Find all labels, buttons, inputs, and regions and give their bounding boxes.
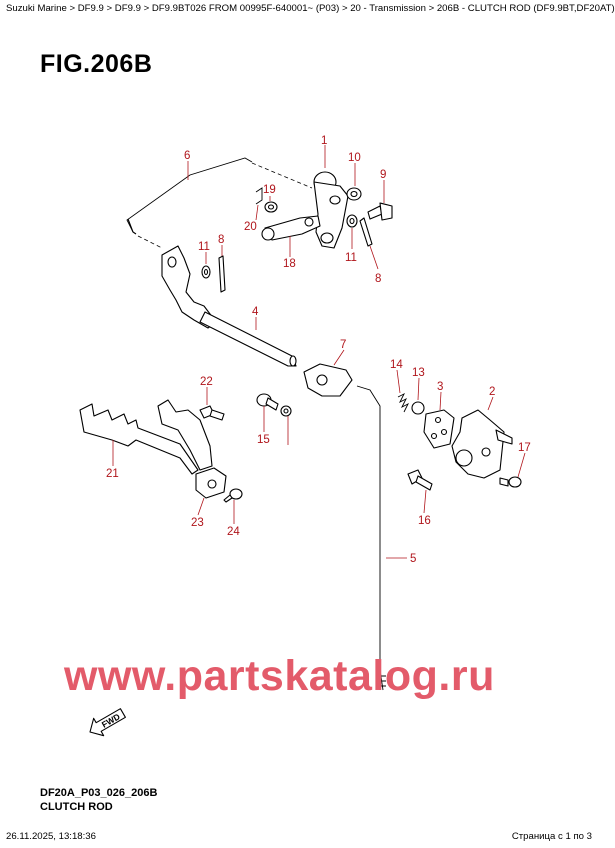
part-9-bolt[interactable]	[367, 202, 393, 221]
part-14-spring[interactable]	[397, 392, 410, 413]
part-21-bracket[interactable]	[79, 399, 213, 475]
part-5-clutch-rod[interactable]	[356, 385, 386, 691]
part-11-washer-left[interactable]	[201, 265, 211, 279]
part-20-clip[interactable]	[255, 187, 263, 205]
figure-title: FIG.206B	[40, 50, 153, 78]
callout-10: 10	[348, 152, 361, 164]
callout-2: 2	[489, 386, 495, 398]
part-22-bolt[interactable]	[199, 405, 225, 421]
callout-4: 4	[252, 306, 259, 318]
watermark: www.partskatalog.ru	[64, 652, 495, 700]
callout-16: 16	[418, 515, 431, 527]
callout-11-left: 11	[198, 241, 210, 253]
callout-8-right: 8	[375, 273, 381, 285]
part-16-bolt[interactable]	[407, 469, 433, 491]
callout-9: 9	[380, 169, 386, 181]
callout-8-left: 8	[218, 234, 224, 246]
part-11-washer-right[interactable]	[346, 214, 358, 228]
leader-lines	[112, 145, 526, 559]
callout-15: 15	[257, 434, 270, 446]
callout-11-right: 11	[345, 252, 357, 264]
breadcrumb: Suzuki Marine > DF9.9 > DF9.9 > DF9.9BT0…	[6, 3, 615, 14]
part-18-lever[interactable]	[261, 215, 321, 241]
callout-23: 23	[191, 517, 204, 529]
figure-name: CLUTCH ROD	[40, 801, 113, 813]
part-17-screw[interactable]	[499, 476, 522, 488]
callout-22: 22	[200, 376, 213, 388]
callouts: 1 10 9 6 19 20 11 8 11 8 18 4 7 14 13 3 …	[106, 135, 531, 565]
part-19-washer[interactable]	[264, 201, 278, 213]
callout-20: 20	[244, 221, 257, 233]
callout-13: 13	[412, 367, 425, 379]
part-3-cam[interactable]	[423, 409, 455, 449]
part-24-screw[interactable]	[223, 488, 243, 503]
parts-diagram: 1 10 9 6 19 20 11 8 11 8 18 4 7 14 13 3 …	[79, 135, 531, 737]
figure-code: DF20A_P03_026_206B	[40, 787, 158, 799]
callout-24: 24	[227, 526, 240, 538]
callout-17: 17	[518, 442, 531, 454]
page-info: Страница с 1 по 3	[511, 831, 592, 842]
callout-14: 14	[390, 359, 403, 371]
fwd-arrow-icon: FWD	[89, 708, 126, 737]
part-13-collar[interactable]	[411, 401, 425, 415]
part-2-shift-cam[interactable]	[451, 409, 513, 479]
callout-21: 21	[106, 468, 119, 480]
part-15-bolt[interactable]	[256, 393, 279, 411]
part-23-clamp[interactable]	[195, 467, 227, 499]
part-12-washer[interactable]	[280, 405, 292, 417]
callout-5: 5	[410, 553, 416, 565]
part-8-pin-left[interactable]	[218, 255, 226, 293]
print-timestamp: 26.11.2025, 13:18:36	[6, 831, 96, 842]
part-10-washer[interactable]	[346, 187, 362, 201]
callout-19: 19	[263, 184, 276, 196]
part-6-wire-link[interactable]	[126, 157, 313, 249]
callout-7: 7	[340, 339, 346, 351]
part-8-pin-right[interactable]	[359, 217, 373, 247]
callout-6: 6	[184, 150, 190, 162]
callout-3: 3	[437, 381, 443, 393]
part-4-clutch-shaft[interactable]	[161, 245, 297, 367]
callout-18: 18	[283, 258, 296, 270]
callout-1: 1	[321, 135, 327, 147]
part-7-connector[interactable]	[303, 363, 353, 397]
part-1-lever[interactable]	[313, 171, 349, 249]
